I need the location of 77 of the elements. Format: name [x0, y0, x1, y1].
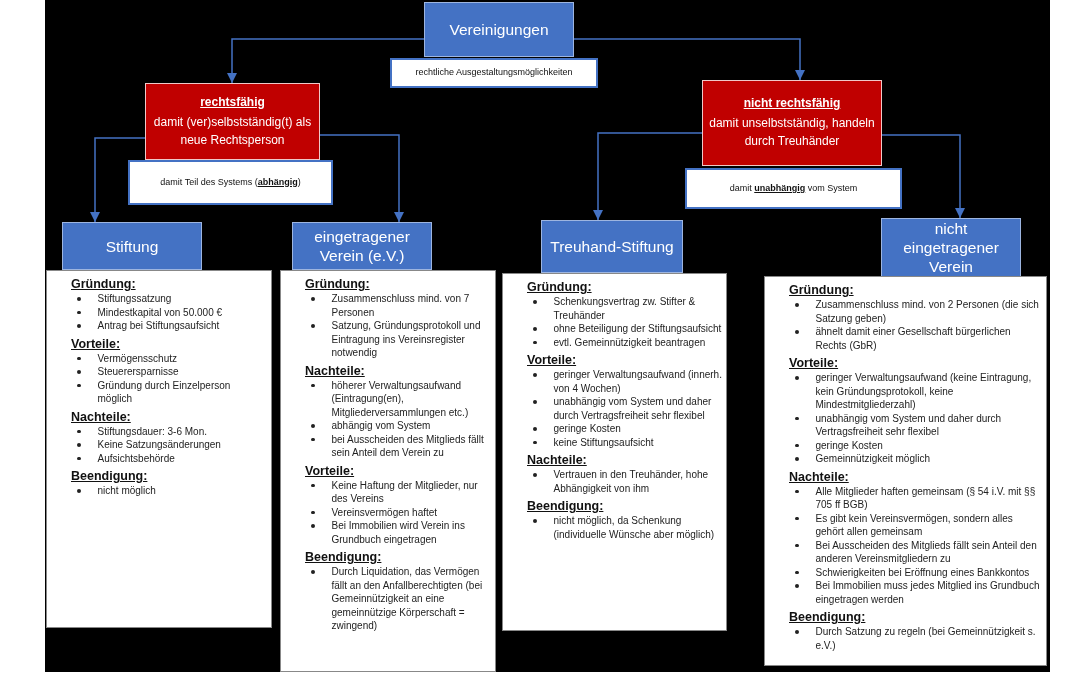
arrow: [319, 134, 405, 223]
bullet-item: bei Ausscheiden des Mitglieds fällt sein Anteil dem Verein zu: [331, 432, 485, 460]
section-heading: Vorteile:: [527, 352, 578, 368]
note-box: rechtliche Ausgestaltungsmöglichkeiten: [390, 58, 598, 88]
info-card: [764, 276, 1047, 666]
section-heading: Nachteile:: [789, 468, 850, 485]
bullet-item: geringer Verwaltungsaufwand (keine Eintragung, kein Gründungsprotokoll, keine Mindestmitgliederzahl): [815, 371, 1033, 412]
category-box: [145, 83, 320, 160]
section-heading: Beendigung:: [71, 468, 149, 484]
bullet-item: abhängig vom System: [331, 419, 431, 433]
bullet-item: Bei Ausscheiden des Mitglieds fällt sein Anteil den anderen Vereinsmitgliedern zu: [815, 538, 1038, 566]
bullet-item: Aufsichtsbehörde: [97, 451, 175, 465]
arrow: [226, 38, 425, 84]
title-box: Treuhand-Stiftung: [541, 220, 683, 273]
bullet-item: Antrag bei Stiftungsaufsicht: [97, 319, 220, 333]
bullet-item: Zusammenschluss mind. von 7 Personen: [331, 292, 471, 319]
bullet-item: Gründung durch Einzelperson möglich: [97, 378, 232, 406]
section-heading: Gründung:: [305, 276, 371, 292]
info-card: [502, 273, 727, 631]
title-box: nicht eingetragener Verein: [881, 218, 1021, 277]
bullet-item: Stiftungsdauer: 3-6 Mon.: [97, 424, 207, 438]
bullet-item: Keine Satzungsänderungen: [97, 438, 221, 452]
bullet-item: Vertrauen in den Treuhänder, hohe Abhängigkeit von ihm: [553, 468, 710, 495]
info-card: [280, 270, 496, 672]
bullet-item: Vermögensschutz: [97, 351, 177, 365]
title-box: Vereinigungen: [424, 2, 574, 57]
category-description: damit unselbstständig, handeln durch Treuhänder: [708, 115, 876, 150]
section-heading: Vorteile:: [71, 335, 122, 352]
note-box: damit unabhängig vom System: [685, 168, 902, 209]
bullet-item: nicht möglich, da Schenkung (individuelle Wünsche aber möglich): [553, 514, 716, 541]
section-heading: Beendigung:: [527, 498, 605, 514]
bullet-item: Stiftungssatzung: [97, 292, 172, 306]
section-heading: Nachteile:: [305, 362, 366, 379]
section-heading: Nachteile:: [71, 408, 132, 425]
bullet-item: Gemeinnützigkeit möglich: [815, 452, 930, 466]
bullet-item: geringe Kosten: [553, 422, 621, 436]
section-heading: Vorteile:: [789, 355, 840, 371]
title-box: Stiftung: [62, 222, 202, 270]
bullet-item: Bei Immobilien wird Verein ins Grundbuch eingetragen: [331, 519, 466, 546]
arrow: [573, 38, 806, 81]
title-box: eingetragener Verein (e.V.): [292, 222, 432, 270]
bullet-item: Durch Liquidation, das Vermögen fällt an den Anfallberechtigten (bei Gemeinnützigkeit an eine gemeinnützige Körperschaft = zwingend): [331, 565, 484, 633]
bullet-item: geringer Verwaltungsaufwand (innerh. von 4 Wochen): [553, 368, 722, 395]
bullet-item: Satzung, Gründungsprotokoll und Eintragung ins Vereinsregister notwendig: [331, 319, 482, 360]
section-heading: Gründung:: [71, 276, 137, 292]
arrow: [89, 137, 146, 223]
bullet-item: Steuerersparnisse: [97, 365, 179, 379]
bullet-item: evtl. Gemeinnützigkeit beantragen: [553, 335, 706, 349]
bullet-item: Vereinsvermögen haftet: [331, 505, 438, 519]
section-heading: Beendigung:: [789, 609, 867, 625]
section-heading: Vorteile:: [305, 462, 356, 479]
bullet-item: Schwierigkeiten bei Eröffnung eines Bankkontos: [815, 565, 1030, 579]
arrow: [881, 134, 966, 219]
bullet-item: Keine Haftung der Mitglieder, nur des Vereins: [331, 478, 479, 506]
bullet-item: geringe Kosten: [815, 438, 883, 452]
category-heading: nicht rechtsfähig: [743, 96, 841, 111]
section-heading: Nachteile:: [527, 452, 588, 468]
info-card: [46, 270, 272, 628]
bullet-item: Zusammenschluss mind. von 2 Personen (die sich Satzung geben): [815, 298, 1040, 325]
bullet-item: nicht möglich: [97, 484, 156, 498]
bullet-item: Es gibt kein Vereinsvermögen, sondern alles gehört allen gemeinsam: [815, 511, 1014, 539]
bullet-item: keine Stiftungsaufsicht: [553, 435, 654, 449]
bullet-item: Alle Mitglieder haften gemeinsam (§ 54 i.V. mit §§ 705 ff BGB): [815, 484, 1037, 512]
arrow: [592, 132, 703, 221]
section-heading: Gründung:: [527, 279, 593, 295]
category-box: [702, 80, 882, 166]
category-heading: rechtsfähig: [200, 94, 265, 110]
bullet-item: höherer Verwaltungsaufwand (Eintragung(en), Mitgliederversammlungen etc.): [331, 378, 470, 419]
bullet-item: ähnelt damit einer Gesellschaft bürgerlichen Rechts (GbR): [815, 325, 1012, 352]
bullet-item: Mindestkapital von 50.000 €: [97, 305, 223, 319]
section-heading: Beendigung:: [305, 549, 383, 565]
note-box: damit Teil des Systems (abhängig): [128, 160, 333, 205]
bullet-item: Bei Immobilien muss jedes Mitglied ins Grundbuch eingetragen werden: [815, 579, 1041, 606]
bullet-item: ohne Beteiligung der Stiftungsaufsicht: [553, 322, 722, 336]
category-description: damit (ver)selbstständig(t) als neue Rechtsperson: [152, 113, 313, 149]
section-heading: Gründung:: [789, 282, 855, 298]
bullet-item: Durch Satzung zu regeln (bei Gemeinnützigkeit s. e.V.): [815, 625, 1037, 652]
